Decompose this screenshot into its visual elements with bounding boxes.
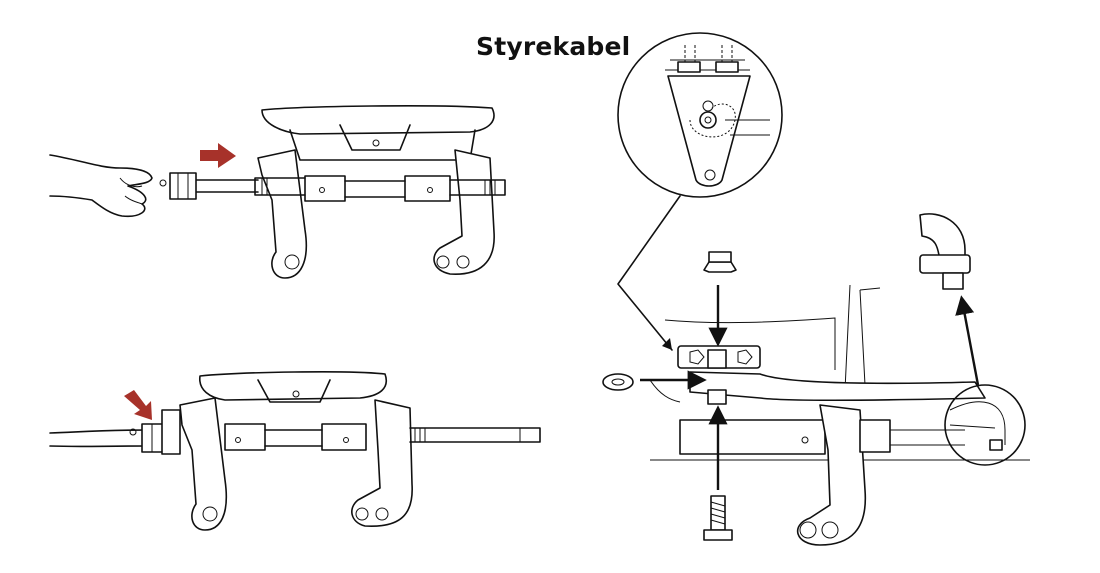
engine-bracket-bottom [179, 371, 541, 531]
panel-attach-cable [602, 32, 1030, 546]
ball-joint-part [919, 213, 971, 290]
steering-cable-end [159, 172, 259, 200]
black-arrows [640, 285, 980, 490]
panel-tighten-nut [49, 371, 541, 531]
engine-bracket-top [254, 105, 506, 279]
hex-nut-part [703, 251, 737, 273]
panel-insert-cable [49, 105, 506, 279]
detail-callout-circle [617, 32, 783, 198]
diagram-title: Styrekabel [476, 32, 631, 61]
engine-lower-housing [649, 284, 1030, 546]
cable-with-nut [49, 409, 181, 455]
hand-illustration [49, 154, 153, 218]
washer-part [602, 373, 634, 391]
red-down-arrow-icon [124, 390, 152, 420]
red-push-arrow-icon [200, 143, 236, 168]
ball-joint-callout-circle [944, 384, 1026, 466]
bolt-part [703, 495, 733, 541]
steering-link-rod [677, 345, 986, 405]
